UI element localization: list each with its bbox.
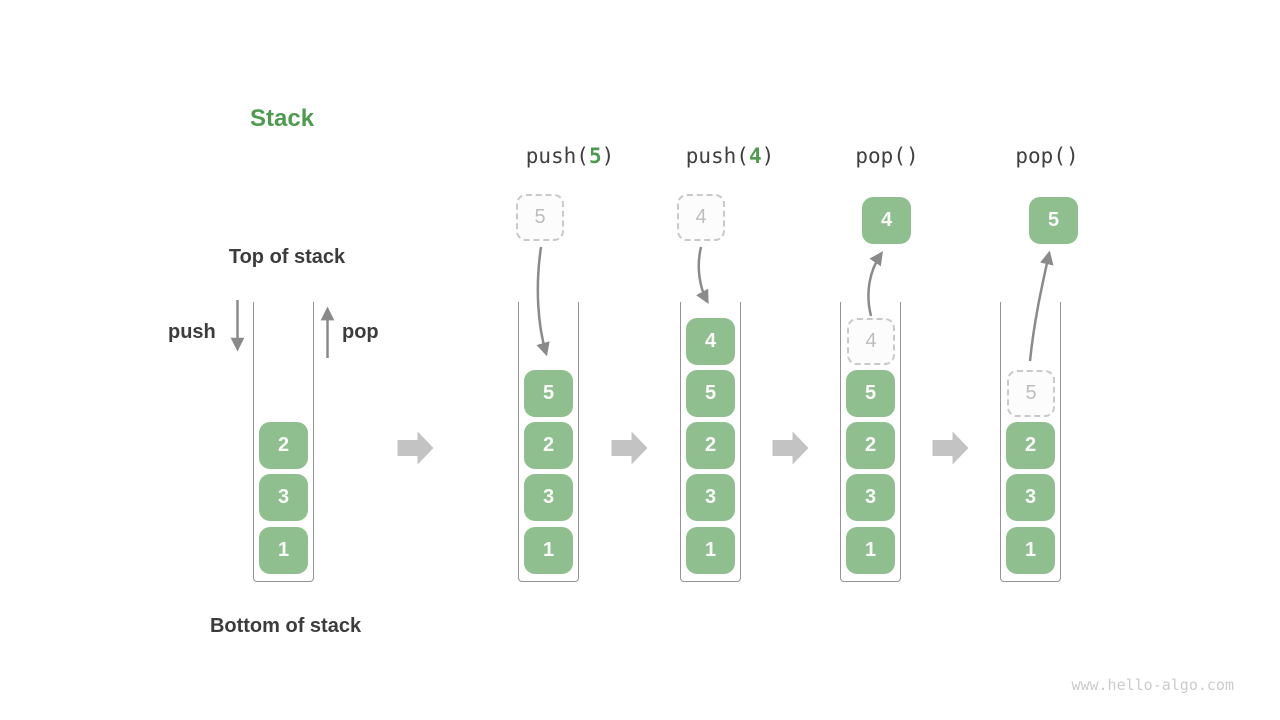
flow-arrow-icon <box>397 431 434 465</box>
stack-well-after-push-4 <box>680 302 741 582</box>
op-arg: 4 <box>748 144 762 168</box>
op-label-pop-1: pop() <box>855 144 919 168</box>
op-label-push-5: push(5) <box>505 144 635 168</box>
stack-well-after-push-5 <box>518 302 579 582</box>
diagram-title: Stack <box>250 105 315 132</box>
op-label-push-4: push(4) <box>665 144 795 168</box>
stack-block: 1 <box>259 527 308 574</box>
ghost-block-removed-5: 5 <box>1007 370 1055 417</box>
stack-block: 1 <box>686 527 735 574</box>
stack-block: 3 <box>259 474 308 521</box>
bottom-of-stack-label: Bottom of stack <box>209 615 362 637</box>
stack-block: 5 <box>686 370 735 417</box>
stack-block: 2 <box>846 422 895 469</box>
flow-arrow-icon <box>932 431 969 465</box>
stack-block: 2 <box>686 422 735 469</box>
flow-arrow-icon <box>611 431 648 465</box>
stack-block: 2 <box>259 422 308 469</box>
op-label-pop-2: pop() <box>1015 144 1079 168</box>
op-arg: 5 <box>588 144 602 168</box>
stack-block: 3 <box>846 474 895 521</box>
pop-label: pop <box>342 321 379 343</box>
push-4-curve-arrow-icon <box>696 246 709 305</box>
ghost-block-incoming-4: 4 <box>677 194 725 241</box>
popped-block-4: 4 <box>862 197 911 244</box>
ghost-block-removed-4: 4 <box>847 318 895 365</box>
stack-block: 1 <box>524 527 573 574</box>
stack-block: 2 <box>1006 422 1055 469</box>
op-close: ) <box>601 144 615 168</box>
push-label: push <box>168 321 216 343</box>
stack-block: 1 <box>1006 527 1055 574</box>
popped-block-5: 5 <box>1029 197 1078 244</box>
stack-well-after-pop-1 <box>840 302 901 582</box>
top-of-stack-label: Top of stack <box>228 246 346 268</box>
stack-block: 2 <box>524 422 573 469</box>
stack-block: 5 <box>846 370 895 417</box>
ghost-block-incoming-5: 5 <box>516 194 564 241</box>
op-fn: push( <box>525 144 589 168</box>
flow-arrow-icon <box>772 431 809 465</box>
op-fn: push( <box>685 144 749 168</box>
stack-block: 1 <box>846 527 895 574</box>
stack-well-after-pop-2 <box>1000 302 1061 582</box>
stack-block: 3 <box>524 474 573 521</box>
stack-block: 5 <box>524 370 573 417</box>
op-close: ) <box>761 144 775 168</box>
stack-block: 3 <box>1006 474 1055 521</box>
stack-well-initial <box>253 302 314 582</box>
watermark: www.hello-algo.com <box>1071 676 1234 694</box>
stack-block: 3 <box>686 474 735 521</box>
stack-block: 4 <box>686 318 735 365</box>
